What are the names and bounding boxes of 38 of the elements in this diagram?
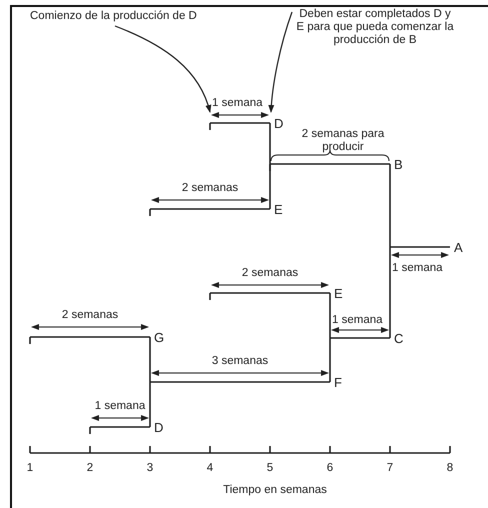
- duration-label: 1 semana: [392, 262, 443, 275]
- duration-label: 1 semana: [332, 314, 383, 327]
- item-letter: E: [274, 202, 283, 217]
- tick-label: 3: [146, 462, 154, 475]
- annotation-text: Comienzo de la producción de D: [30, 10, 197, 23]
- item-letter: F: [334, 375, 342, 390]
- item-letter: B: [394, 157, 403, 172]
- connector-line: [149, 337, 151, 382]
- duration-label: 1 semana: [94, 400, 146, 413]
- tick-label: 8: [446, 462, 454, 475]
- item-letter: G: [154, 330, 164, 345]
- tick-label: 7: [386, 462, 394, 475]
- duration-label: 2 semanas: [240, 267, 300, 280]
- item-letter: D: [154, 420, 164, 435]
- item-letter: D: [274, 116, 284, 131]
- leader-line: [268, 12, 293, 113]
- connector-line: [329, 338, 331, 382]
- tick-label: 1: [26, 462, 34, 475]
- leader-line: [114, 25, 211, 113]
- tick-label: 2: [86, 462, 94, 475]
- item-letter: C: [394, 331, 404, 346]
- item-letter: E: [334, 286, 343, 301]
- connector-line: [389, 164, 391, 247]
- tick-label: 6: [326, 462, 334, 475]
- connector-line: [149, 382, 151, 427]
- tick-label: 5: [266, 462, 274, 475]
- item-letter: A: [454, 240, 463, 255]
- connector-line: [389, 247, 391, 338]
- connector-line: [269, 123, 271, 164]
- tick-label: 4: [206, 462, 214, 475]
- duration-label: 2 semanas: [180, 182, 240, 195]
- annotation-text: Deben estar completados D y E para que pueda comenzar la producción de B: [295, 8, 455, 47]
- connector-line: [329, 293, 331, 338]
- duration-label: 3 semanas: [210, 355, 270, 368]
- duration-label: 1 semana: [212, 97, 263, 110]
- duration-label: 2 semanas: [60, 309, 120, 322]
- axis-title: Tiempo en semanas: [222, 484, 328, 497]
- duration-label: 2 semanas para producir: [300, 128, 386, 154]
